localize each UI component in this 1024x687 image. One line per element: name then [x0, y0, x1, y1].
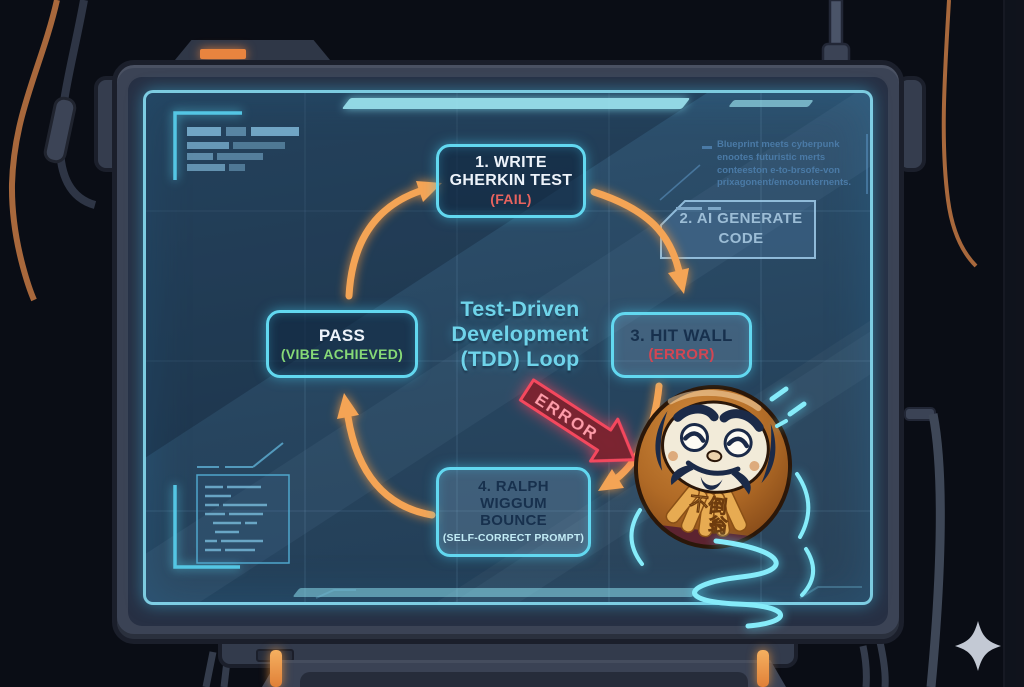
dock-light-left — [270, 650, 282, 687]
note-line2: enootes futuristic merts — [717, 151, 826, 163]
bottom-right-wires — [859, 641, 889, 687]
left-orange-cable — [8, 0, 60, 302]
step-1-status: (FAIL) — [490, 191, 532, 208]
title-line2: Development — [451, 322, 589, 347]
dock-base-panel — [300, 672, 748, 687]
glass-bottom-highlight — [292, 588, 700, 597]
glass-top-highlight-small — [728, 100, 814, 107]
glass-top-highlight — [341, 98, 691, 109]
cable-connector — [43, 96, 77, 164]
wall-panel — [1005, 0, 1024, 687]
title-line3: (TDD) Loop — [460, 347, 580, 372]
step-4-line1: 4. RALPH — [478, 478, 549, 496]
step-2-line2: CODE — [718, 229, 764, 247]
right-wire-joint — [904, 407, 936, 421]
step-1-box: 1. WRITE GHERKIN TEST (FAIL) — [436, 144, 586, 218]
title-line1: Test-Driven — [460, 297, 580, 321]
step-4-status: (SELF-CORRECT PROMPT) — [442, 531, 585, 544]
note-line4: prixagonent/emoounternents. — [717, 177, 852, 189]
pass-box: PASS (VIBE ACHIEVED) — [266, 310, 418, 378]
wall-seam-line — [1003, 0, 1005, 687]
step-2-box: 2. AI GENERATE CODE — [668, 209, 814, 248]
dock-light-right — [757, 650, 769, 687]
step-1-line1: 1. WRITE — [475, 154, 547, 172]
antenna-pole — [828, 0, 844, 62]
step-1-line2: GHERKIN TEST — [449, 172, 573, 190]
step-3-status: (ERROR) — [648, 346, 715, 364]
diagram-title: Test-Driven Development (TDD) Loop — [418, 297, 622, 372]
sparkle-icon — [955, 621, 1001, 671]
right-grey-cable — [926, 413, 945, 687]
step-4-line2: WIGGUM — [480, 495, 547, 513]
left-dark-cable — [55, 0, 97, 209]
step-4-line3: BOUNCE — [480, 512, 547, 530]
note-line3: conteeston e-to-brsofe-von — [717, 164, 840, 176]
step-2-line1: 2. AI GENERATE — [679, 210, 803, 227]
annotation-note: Blueprint meets cyberpunk enootes futuri… — [717, 139, 873, 190]
step-3-box: 3. HIT WALL (ERROR) — [611, 312, 752, 378]
step-3-line1: 3. HIT WALL — [630, 326, 733, 346]
step-4-box: 4. RALPH WIGGUM BOUNCE (SELF-CORRECT PRO… — [436, 467, 591, 557]
right-orange-wire — [941, 0, 978, 268]
note-line1: Blueprint meets cyberpunk — [717, 139, 840, 150]
pass-status: (VIBE ACHIEVED) — [280, 345, 404, 362]
pass-line1: PASS — [318, 325, 366, 345]
power-indicator-light — [200, 49, 246, 59]
